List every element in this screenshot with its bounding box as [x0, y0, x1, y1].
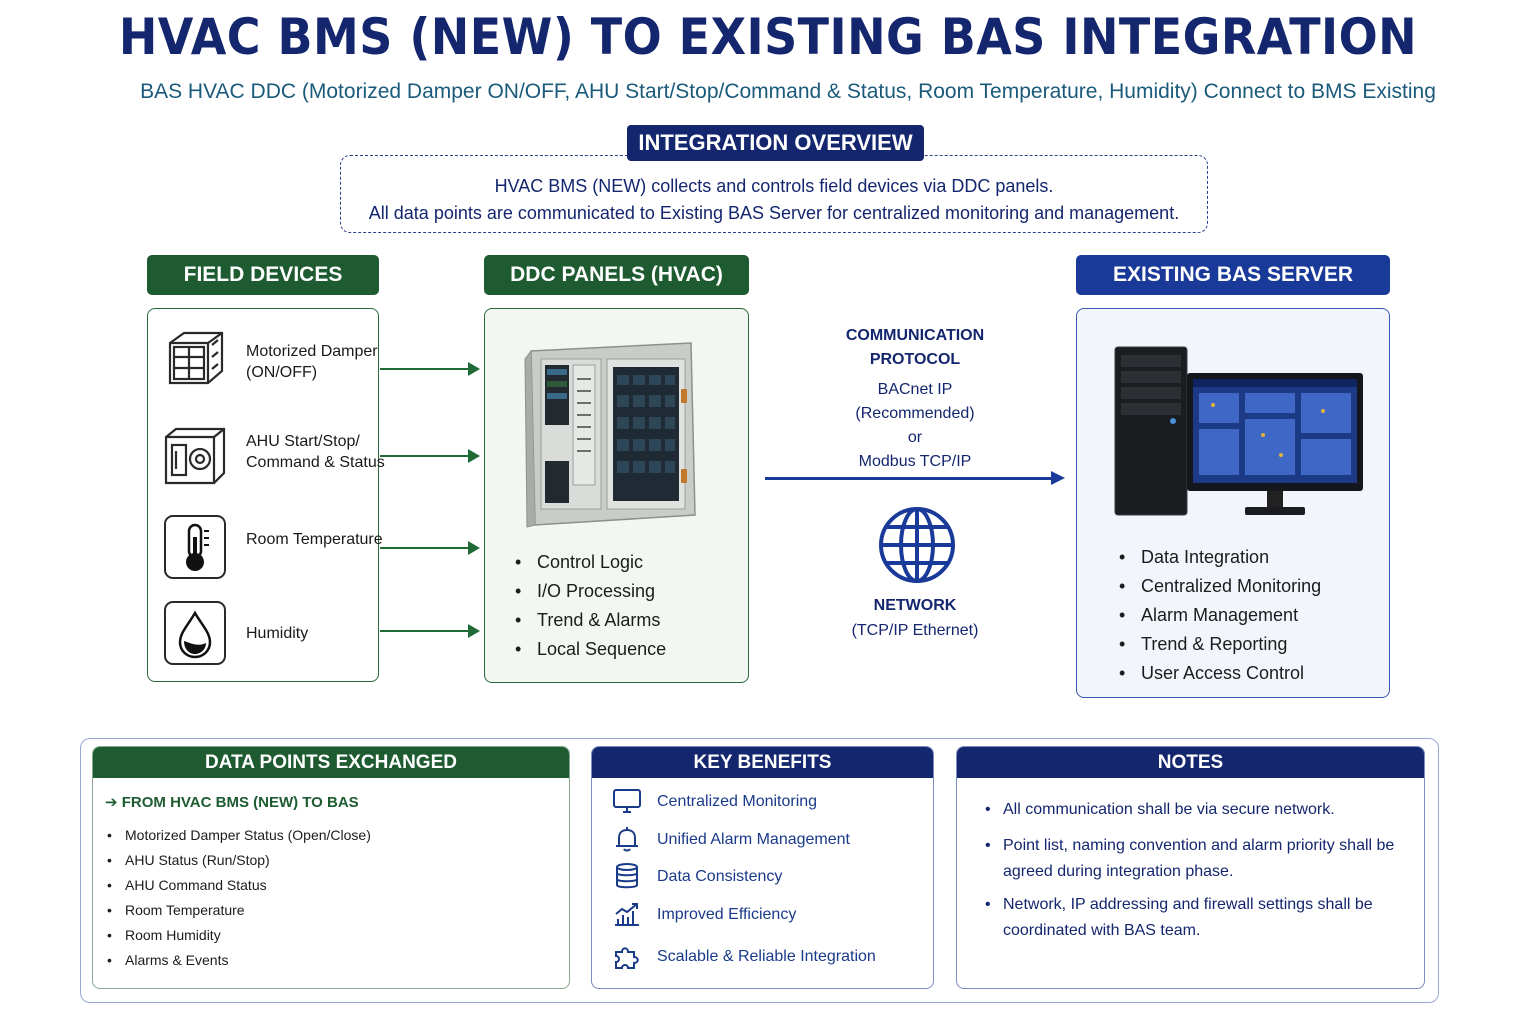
- ddc-feature: Control Logic: [515, 548, 666, 577]
- comm-title-line-1: COMMUNICATION: [845, 327, 985, 344]
- benefit-label: Unified Alarm Management: [657, 831, 850, 848]
- integration-overview-label: INTEGRATION OVERVIEW: [627, 125, 924, 161]
- ddc-cabinet-image: [524, 342, 696, 528]
- arrow-damper-to-ddc: [380, 362, 480, 376]
- data-points-direction-label: FROM HVAC BMS (NEW) TO BAS: [121, 794, 359, 811]
- data-points-card: DATA POINTS EXCHANGED ➔ FROM HVAC BMS (N…: [92, 746, 570, 989]
- ddc-feature: I/O Processing: [515, 577, 666, 606]
- data-point-item: AHU Command Status: [107, 873, 371, 898]
- network-title: NETWORK: [873, 597, 957, 614]
- server-workstation-image: [1114, 346, 1363, 516]
- arrow-ddc-to-bas: [765, 471, 1065, 485]
- protocol-or: or: [907, 429, 923, 446]
- benefit-label: Improved Efficiency: [657, 906, 797, 923]
- water-drop-icon: [164, 601, 226, 665]
- benefit-label: Scalable & Reliable Integration: [657, 948, 876, 965]
- ddc-panels-header: DDC PANELS (HVAC): [484, 255, 749, 295]
- page-subtitle: BAS HVAC DDC (Motorized Damper ON/OFF, A…: [140, 80, 1436, 103]
- protocol-bacnet-note: (Recommended): [855, 405, 975, 422]
- data-point-item: Alarms & Events: [107, 948, 371, 973]
- key-benefits-card: KEY BENEFITS Centralized Monitoring Unif…: [591, 746, 934, 989]
- notes-list: All communication shall be via secure ne…: [985, 797, 1415, 951]
- bas-server-header: EXISTING BAS SERVER: [1076, 255, 1390, 295]
- device-label: Motorized Damper (ON/OFF): [246, 343, 378, 381]
- arrow-temperature-to-ddc: [380, 541, 480, 555]
- note-item: All communication shall be via secure ne…: [985, 797, 1415, 823]
- field-devices-header: FIELD DEVICES: [147, 255, 379, 295]
- arrow-humidity-to-ddc: [380, 624, 480, 638]
- data-point-item: AHU Status (Run/Stop): [107, 848, 371, 873]
- field-devices-panel: Motorized Damper (ON/OFF) AHU Start/Stop…: [147, 308, 385, 682]
- benefit-label: Data Consistency: [657, 868, 783, 885]
- note-item: Point list, naming convention and alarm …: [985, 833, 1415, 885]
- bas-feature: User Access Control: [1119, 659, 1321, 688]
- growth-chart-icon: [615, 903, 639, 926]
- comm-title-line-2: PROTOCOL: [869, 351, 961, 368]
- arrow-ahu-to-ddc: [380, 449, 480, 463]
- network-subtitle: (TCP/IP Ethernet): [851, 622, 979, 639]
- bas-feature: Centralized Monitoring: [1119, 572, 1321, 601]
- notes-header: NOTES: [957, 747, 1424, 778]
- page-title: HVAC BMS (NEW) TO EXISTING BAS INTEGRATI…: [118, 8, 1418, 66]
- globe-icon: [879, 507, 955, 583]
- ddc-feature: Local Sequence: [515, 635, 666, 664]
- benefit-label: Centralized Monitoring: [657, 793, 818, 810]
- ahu-icon: [164, 427, 226, 485]
- device-label: Humidity: [246, 625, 309, 642]
- bell-icon: [616, 827, 638, 852]
- ddc-feature-list: Control Logic I/O Processing Trend & Ala…: [515, 548, 666, 664]
- overview-line-1: HVAC BMS (NEW) collects and controls fie…: [494, 176, 1054, 196]
- data-points-list: Motorized Damper Status (Open/Close) AHU…: [107, 823, 371, 973]
- notes-card: NOTES All communication shall be via sec…: [956, 746, 1425, 989]
- database-icon: [616, 863, 638, 889]
- network-block: NETWORK (TCP/IP Ethernet): [820, 594, 1010, 643]
- data-points-header: DATA POINTS EXCHANGED: [93, 747, 569, 778]
- damper-icon: [168, 331, 224, 385]
- data-point-item: Room Humidity: [107, 923, 371, 948]
- bas-feature: Trend & Reporting: [1119, 630, 1321, 659]
- data-points-direction: ➔ FROM HVAC BMS (NEW) TO BAS: [105, 793, 359, 811]
- note-item: Network, IP addressing and firewall sett…: [985, 892, 1415, 944]
- bas-feature: Data Integration: [1119, 543, 1321, 572]
- protocol-bacnet: BACnet IP: [877, 381, 953, 398]
- protocol-modbus: Modbus TCP/IP: [858, 453, 972, 470]
- puzzle-icon: [615, 947, 639, 969]
- monitor-icon: [613, 789, 641, 813]
- bottom-section-frame: [80, 738, 1439, 1003]
- thermometer-icon: [164, 515, 226, 579]
- ddc-feature: Trend & Alarms: [515, 606, 666, 635]
- data-point-item: Room Temperature: [107, 898, 371, 923]
- key-benefits-header: KEY BENEFITS: [592, 747, 933, 778]
- arrow-right-icon: ➔: [105, 794, 118, 811]
- bas-server-box: Data Integration Centralized Monitoring …: [1076, 308, 1390, 698]
- ddc-panels-box: Control Logic I/O Processing Trend & Ala…: [484, 308, 749, 683]
- overview-line-2: All data points are communicated to Exis…: [368, 203, 1180, 223]
- device-label: AHU Start/Stop/ Command & Status: [246, 433, 385, 471]
- communication-protocol-block: COMMUNICATION PROTOCOL BACnet IP (Recomm…: [820, 324, 1010, 474]
- bas-feature-list: Data Integration Centralized Monitoring …: [1119, 543, 1321, 688]
- device-label: Room Temperature: [246, 531, 383, 548]
- integration-overview-box: HVAC BMS (NEW) collects and controls fie…: [340, 155, 1208, 233]
- data-point-item: Motorized Damper Status (Open/Close): [107, 823, 371, 848]
- bas-feature: Alarm Management: [1119, 601, 1321, 630]
